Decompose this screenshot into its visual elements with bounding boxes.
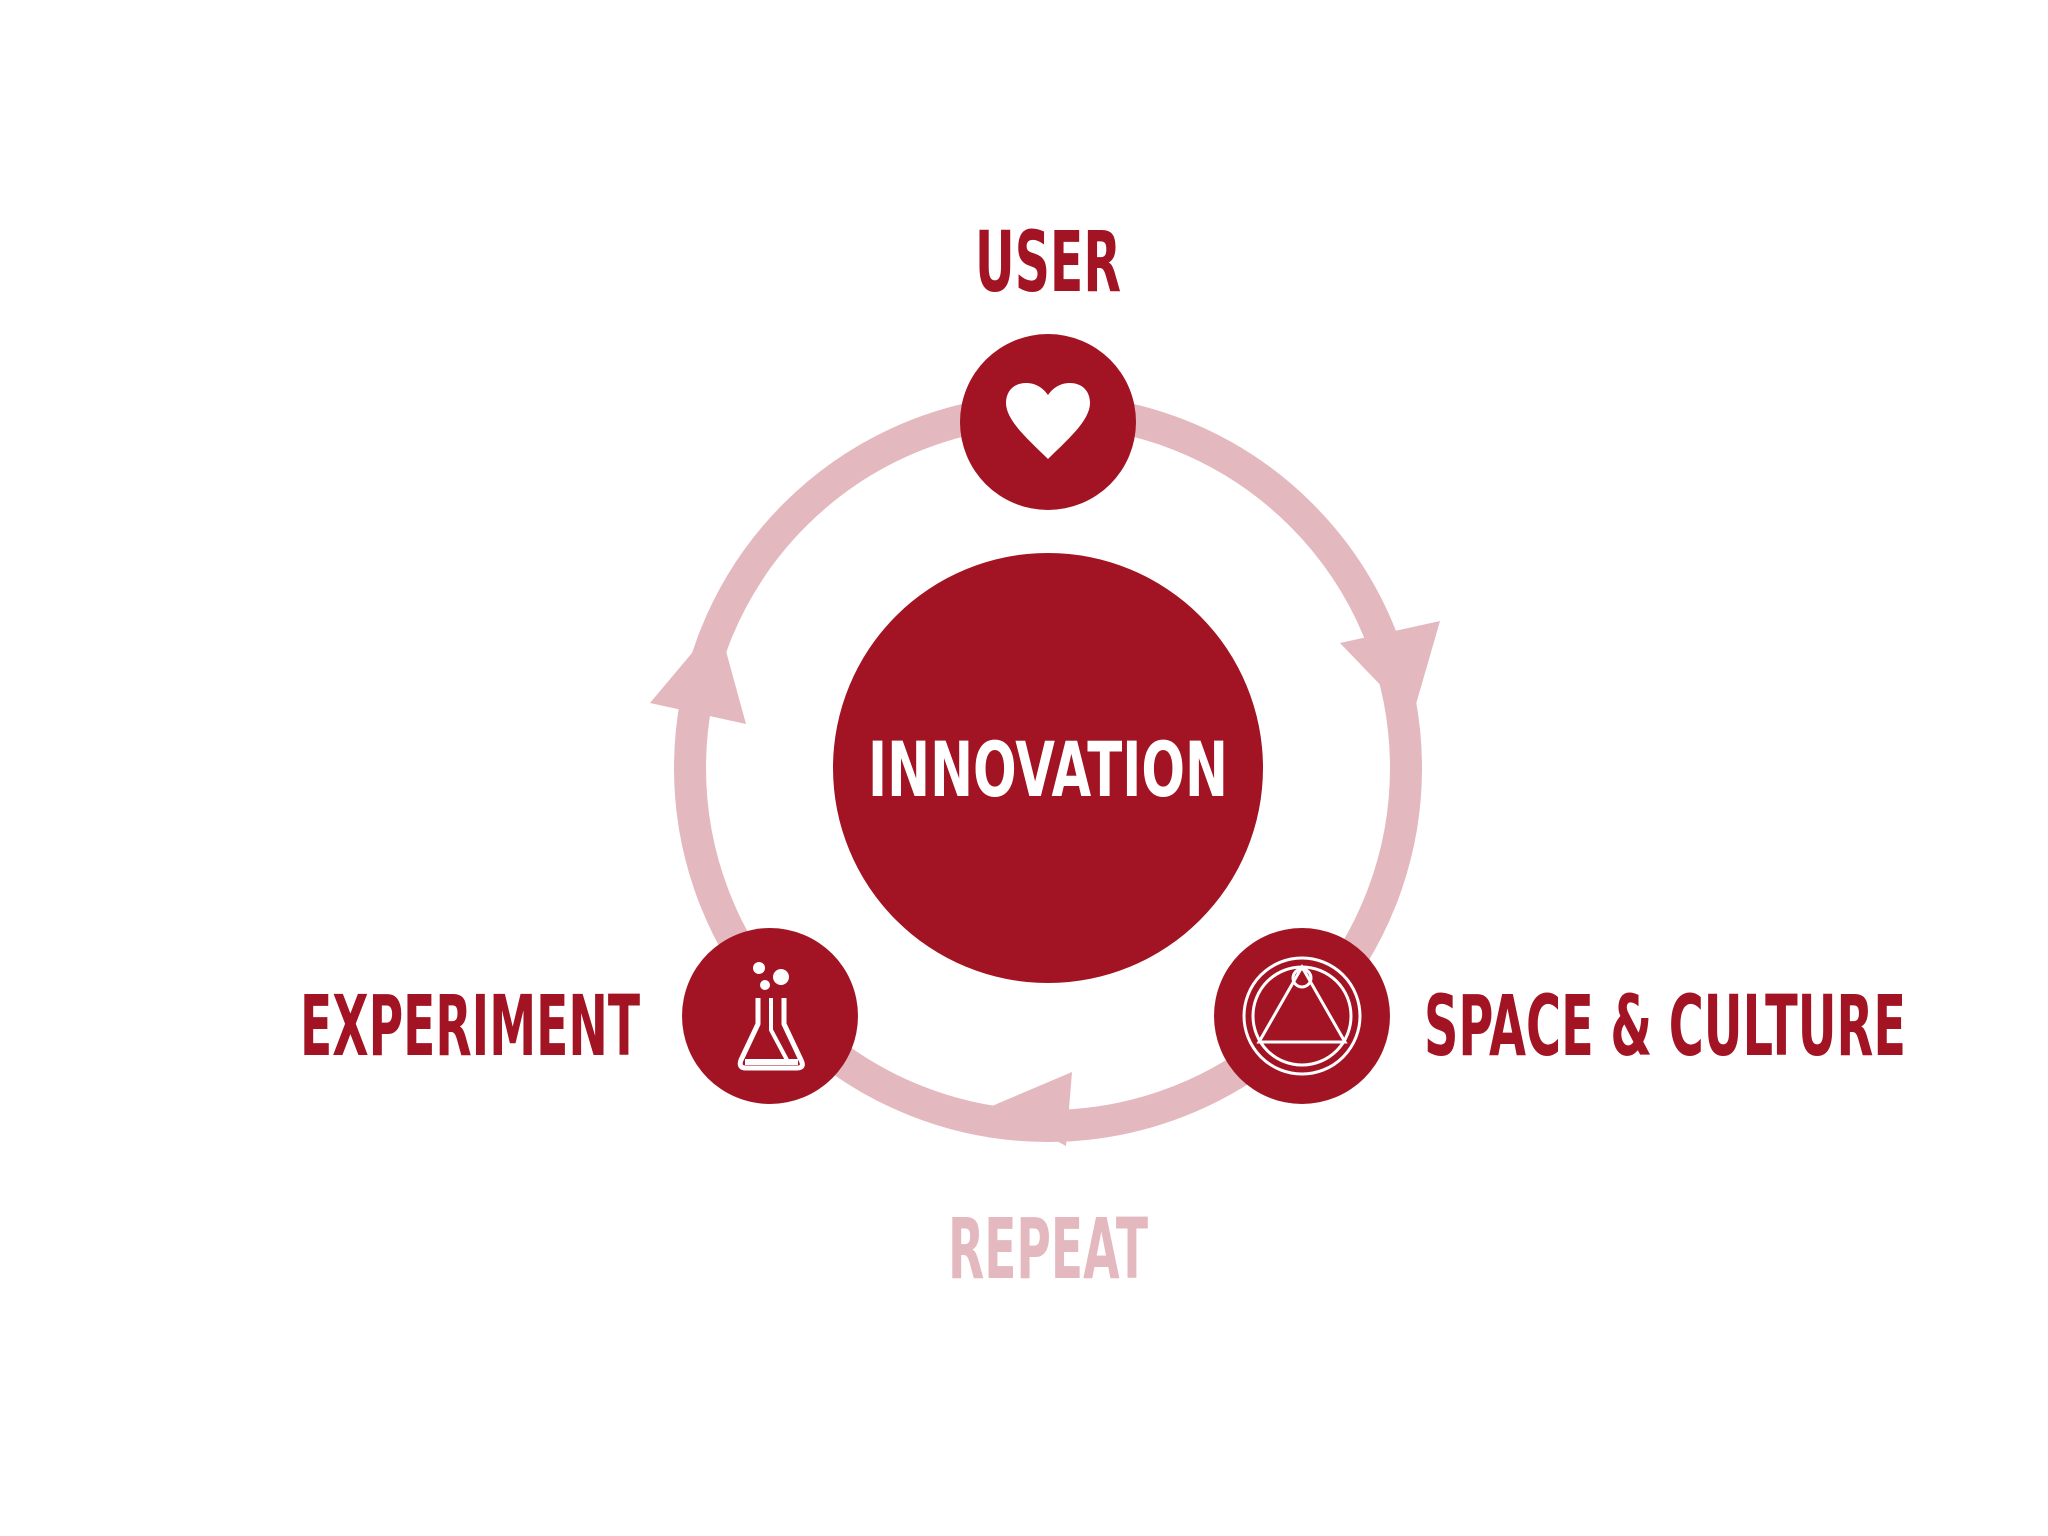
flask-icon	[737, 962, 805, 1071]
arrow-bottom-icon	[992, 1072, 1072, 1146]
experiment-label: EXPERIMENT	[300, 977, 640, 1075]
space-culture-label: SPACE & CULTURE	[1424, 977, 1906, 1075]
cycle-arrows	[650, 621, 1440, 1146]
user-node	[960, 334, 1136, 510]
experiment-node	[682, 928, 858, 1104]
user-label: USER	[975, 213, 1121, 311]
heart-icon	[1006, 383, 1090, 459]
center-label: INNOVATION	[868, 725, 1228, 814]
space-culture-node	[1214, 928, 1390, 1104]
triangle-in-circles-icon	[1242, 956, 1362, 1076]
arrow-left-icon	[650, 622, 746, 724]
repeat-label: REPEAT	[948, 1200, 1148, 1298]
arrow-right-icon	[1340, 621, 1440, 718]
center-node: INNOVATION	[833, 553, 1263, 983]
